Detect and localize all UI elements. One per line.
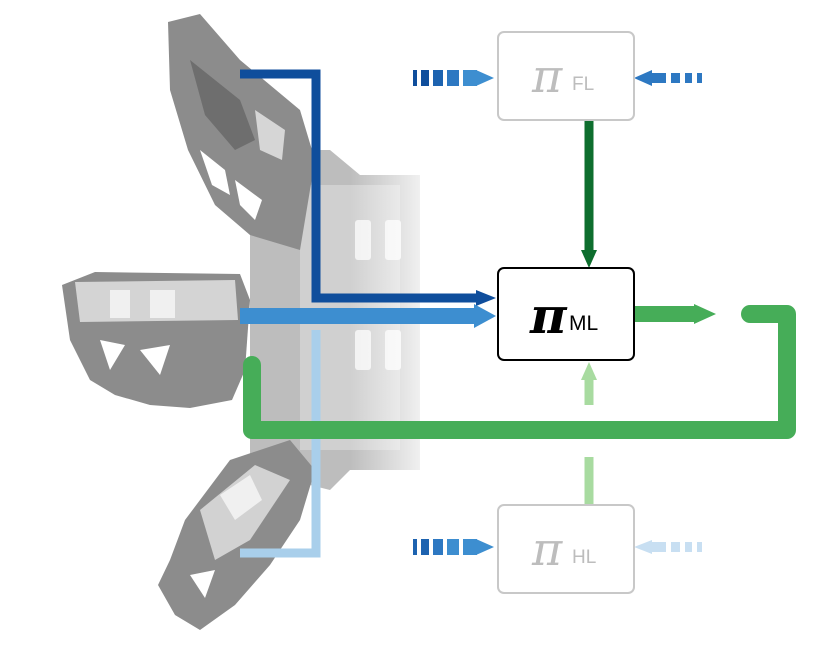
policy-subscript-fl: FL <box>572 74 594 95</box>
hl-to-ml-arrowhead <box>581 362 597 380</box>
robot-front-left-leg-detail <box>190 60 255 150</box>
policy-node-fl: π FL <box>497 31 635 121</box>
policy-box-hl <box>497 504 635 594</box>
robot-hind-left-leg-cutout <box>190 570 215 598</box>
fl-input-dashed-arrow <box>413 70 494 86</box>
hl-input-dashed-arrow <box>413 539 494 555</box>
policy-node-ml: π ML <box>497 267 635 361</box>
policy-box-ml <box>497 267 635 361</box>
policy-symbol-fl: π <box>531 49 563 103</box>
robot-middle-left-leg-detail <box>110 290 130 318</box>
robot-middle-left-leg-detail <box>150 290 175 318</box>
policy-symbol-ml: π <box>529 286 568 345</box>
robot-middle-left-leg-cutout <box>140 345 170 375</box>
robot-middle-left-leg-cutout <box>100 340 125 370</box>
ml-action-feedback-loop <box>243 305 796 439</box>
policy-symbol-hl: π <box>531 522 563 576</box>
policy-subscript-ml: ML <box>569 312 598 335</box>
fl-output-dashed-arrow <box>634 70 702 86</box>
middle-leg-feature-arrowhead <box>474 304 496 328</box>
policy-node-hl: π HL <box>497 504 635 594</box>
robot-front-left-leg-cutout <box>200 150 230 195</box>
front-leg-feature-line <box>240 69 478 303</box>
policy-box-fl <box>497 31 635 121</box>
hl-output-dashed-arrow <box>634 540 702 554</box>
front-leg-feature-arrowhead <box>476 290 496 306</box>
fl-to-ml-arrowhead <box>581 250 597 268</box>
ml-output-arrowhead <box>694 304 716 324</box>
policy-subscript-hl: HL <box>572 547 596 568</box>
